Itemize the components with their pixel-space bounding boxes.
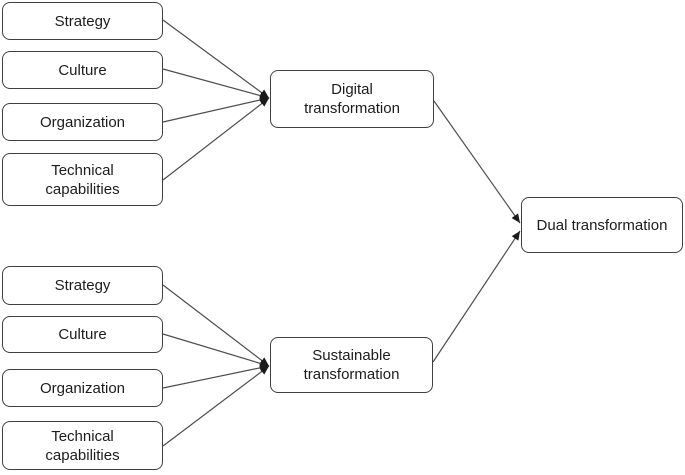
node-strategy-top: Strategy: [2, 2, 163, 40]
node-sustainable-transformation: Sustainable transformation: [270, 337, 433, 393]
edge-technical-bottom-sustainable: [162, 365, 270, 447]
edge-strategy-bottom-sustainable: [162, 284, 270, 367]
edge-organization-top-digital: [162, 96, 270, 123]
edge-technical-top-digital: [162, 97, 270, 181]
node-label: Strategy: [54, 12, 111, 30]
node-label: Sustainable transformation: [303, 347, 400, 383]
edge-culture-bottom-sustainable: [162, 333, 270, 368]
node-culture-bottom: Culture: [2, 316, 163, 353]
node-label: Culture: [58, 326, 107, 343]
node-organization-top: Organization: [2, 103, 163, 141]
node-technical-capabilities-bottom: Technical capabilities: [2, 421, 163, 470]
node-label: Culture: [58, 61, 107, 79]
edge-sustainable-dual: [432, 230, 521, 363]
node-label: Organization: [39, 113, 126, 131]
node-label: Dual transformation: [536, 216, 668, 234]
node-technical-capabilities-top: Technical capabilities: [2, 153, 163, 206]
edge-strategy-top-digital: [162, 19, 270, 99]
edge-organization-bottom-sustainable: [162, 363, 270, 389]
node-label: Strategy: [54, 277, 111, 294]
node-strategy-bottom: Strategy: [2, 266, 163, 305]
node-label: Technical capabilities: [45, 161, 120, 198]
node-label: Technical capabilities: [45, 427, 120, 464]
edge-culture-top-digital: [162, 68, 270, 100]
node-label: Digital transformation: [304, 81, 400, 117]
node-culture-top: Culture: [2, 51, 163, 89]
node-organization-bottom: Organization: [2, 369, 163, 407]
node-digital-transformation: Digital transformation: [270, 70, 434, 128]
edge-digital-dual: [433, 100, 521, 224]
node-label: Organization: [39, 379, 126, 397]
node-dual-transformation: Dual transformation: [521, 197, 683, 253]
